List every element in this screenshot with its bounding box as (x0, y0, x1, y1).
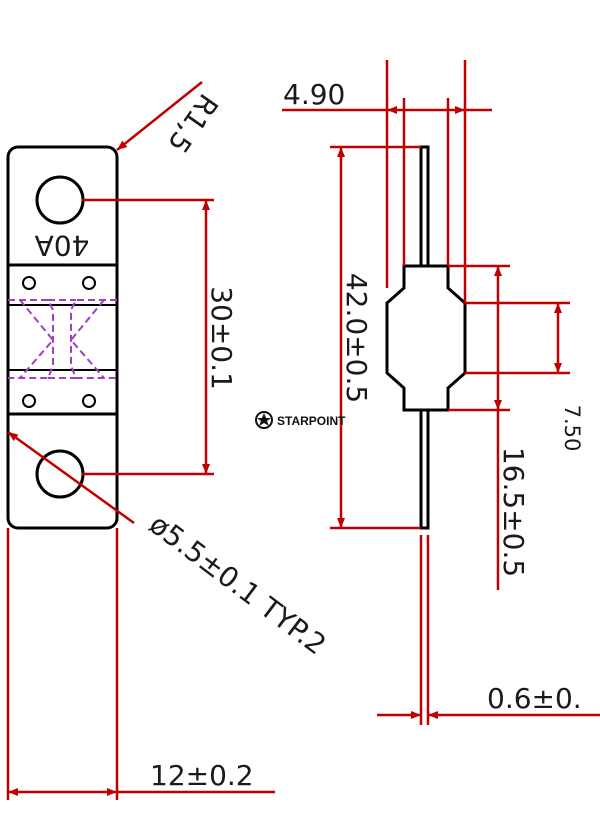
fuse-body-outline (6, 145, 119, 530)
blade-thickness-label: 4.90 (283, 78, 345, 111)
body-width-label: 7.50 (560, 405, 584, 452)
rivet (22, 276, 36, 290)
fuse-element (8, 299, 117, 379)
body-length-label: 16.5±0.5 (497, 447, 530, 577)
hole-diameter-label: ø5.5±0.1 TYP.2 (143, 507, 332, 661)
terminal-thickness-label: 0.6±0. (487, 682, 582, 715)
rivet (82, 276, 96, 290)
rivet (22, 394, 36, 408)
overall-length-label: 42.0±0.5 (340, 273, 373, 403)
rivet (82, 394, 96, 408)
corner-radius-label: R1,5 (161, 88, 225, 159)
overall-width-label: 12±0.2 (150, 759, 254, 792)
hole-spacing-label: 30±0.1 (205, 286, 238, 390)
watermark-logo: STARPOINT (255, 411, 346, 429)
fuse-front-view: 40A (6, 145, 119, 530)
fuse-rating-label: 40A (35, 229, 90, 262)
fuse-side-view (385, 145, 467, 530)
top-mounting-hole (35, 175, 85, 225)
left-dimensions (6, 81, 275, 800)
fuse-housing-profile (385, 264, 467, 412)
watermark-text: STARPOINT (277, 414, 346, 428)
right-dimensions (282, 60, 600, 725)
